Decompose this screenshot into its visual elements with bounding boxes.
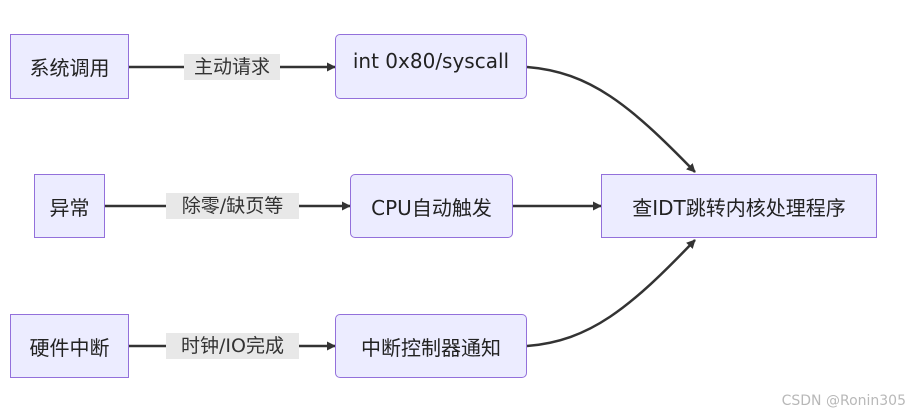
node-cpu-auto: CPU自动触发 bbox=[350, 174, 513, 238]
edge-int80-to-idt bbox=[526, 65, 696, 173]
edge-label-active-request: 主动请求 bbox=[184, 54, 280, 80]
node-exception: 异常 bbox=[34, 174, 105, 238]
node-hw-interrupt: 硬件中断 bbox=[10, 314, 129, 378]
node-syscall: 系统调用 bbox=[10, 34, 129, 99]
edge-irq-controller-to-idt bbox=[526, 239, 696, 348]
node-int80: int 0x80/syscall bbox=[335, 34, 527, 99]
edge-label-clock-io-done: 时钟/IO完成 bbox=[166, 333, 299, 359]
node-idt-dispatch: 查IDT跳转内核处理程序 bbox=[601, 174, 877, 238]
edge-label-div-zero-page-fault: 除零/缺页等 bbox=[166, 193, 299, 219]
node-irq-controller: 中断控制器通知 bbox=[335, 314, 527, 378]
watermark: CSDN @Ronin305 bbox=[781, 393, 906, 409]
